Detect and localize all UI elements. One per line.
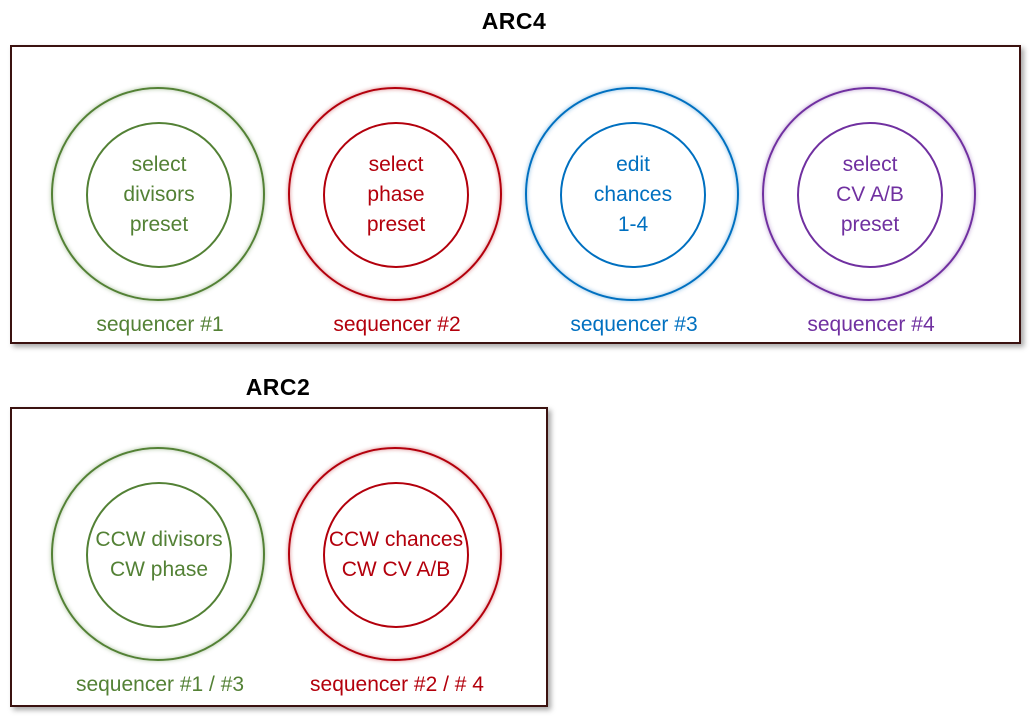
- knob-outer-ring: [288, 87, 502, 301]
- knob-text-line: chances: [593, 183, 673, 206]
- knob-text-line: select: [131, 153, 187, 176]
- knob-text-line: select: [368, 153, 424, 176]
- knob-label: sequencer #4: [807, 313, 935, 336]
- knob-inner-ring: select CV A/B preset: [797, 122, 943, 268]
- arc4-title: ARC4: [481, 8, 547, 34]
- knob-label: sequencer #1: [96, 313, 224, 336]
- knob-text-line: preset: [840, 213, 900, 236]
- knob-text-line: 1-4: [617, 213, 649, 236]
- knob-text-line: select: [842, 153, 898, 176]
- knob-outer-ring: [51, 87, 265, 301]
- knob-text-line: CW CV A/B: [341, 558, 451, 581]
- knob-text-line: preset: [366, 213, 426, 236]
- arc2-knob-sequencer-1-3: CCW divisors CW phase sequencer #1 / #3: [50, 447, 270, 702]
- knob-outer-ring: [525, 87, 739, 301]
- knob-inner-ring: CCW divisors CW phase: [86, 482, 232, 628]
- arc2-knob-sequencer-2-4: CCW chances CW CV A/B sequencer #2 / # 4: [287, 447, 507, 702]
- knob-label: sequencer #2: [333, 313, 461, 336]
- knob-text-line: divisors: [123, 183, 195, 206]
- arc4-knob-sequencer-3: edit chances 1-4 sequencer #3: [524, 87, 744, 342]
- knob-outer-ring: [51, 447, 265, 661]
- knob-inner-ring: CCW chances CW CV A/B: [323, 482, 469, 628]
- knob-inner-ring: select divisors preset: [86, 122, 232, 268]
- arc2-panel: CCW divisors CW phase sequencer #1 / #3 …: [10, 407, 548, 707]
- knob-text-line: CCW chances: [328, 528, 464, 551]
- arc4-knob-sequencer-2: select phase preset sequencer #2: [287, 87, 507, 342]
- knob-label: sequencer #3: [570, 313, 698, 336]
- arc4-knob-sequencer-4: select CV A/B preset sequencer #4: [761, 87, 981, 342]
- knob-text-line: phase: [367, 183, 425, 206]
- arc4-panel: select divisors preset sequencer #1 sele…: [10, 45, 1021, 344]
- knob-label: sequencer #2 / # 4: [310, 673, 484, 696]
- knob-text-line: edit: [616, 153, 650, 176]
- knob-inner-ring: select phase preset: [323, 122, 469, 268]
- knob-text-line: CV A/B: [836, 183, 904, 206]
- knob-text-line: CCW divisors: [95, 528, 223, 551]
- knob-outer-ring: [288, 447, 502, 661]
- arc4-knob-sequencer-1: select divisors preset sequencer #1: [50, 87, 270, 342]
- knob-text-line: CW phase: [109, 558, 209, 581]
- knob-inner-ring: edit chances 1-4: [560, 122, 706, 268]
- knob-text-line: preset: [129, 213, 189, 236]
- arc2-title: ARC2: [245, 374, 311, 400]
- knob-outer-ring: [762, 87, 976, 301]
- knob-label: sequencer #1 / #3: [75, 673, 245, 696]
